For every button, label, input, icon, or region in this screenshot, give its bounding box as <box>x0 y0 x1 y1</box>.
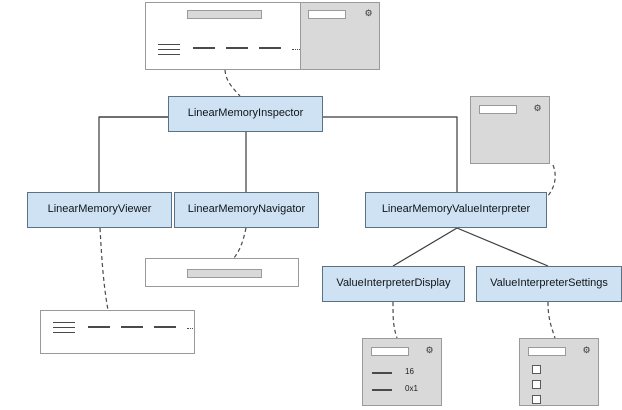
node-label: LinearMemoryNavigator <box>187 203 306 216</box>
gear-icon: ⚙ <box>425 345 434 355</box>
node-label: LinearMemoryInspector <box>187 107 304 120</box>
node-label: LinearMemoryValueInterpreter <box>381 203 531 216</box>
mockup-checkbox-2 <box>532 380 541 389</box>
mockup-dash-3 <box>259 47 281 49</box>
node-linear-memory-inspector[interactable]: LinearMemoryInspector <box>168 96 323 132</box>
mockup-dash-2 <box>226 47 248 49</box>
node-linear-memory-value-interpreter[interactable]: LinearMemoryValueInterpreter <box>365 192 547 228</box>
node-label: ValueInterpreterSettings <box>490 277 608 290</box>
mockup-sidebar-pill <box>371 347 409 356</box>
node-linear-memory-viewer[interactable]: LinearMemoryViewer <box>27 192 172 228</box>
display-value-decimal: 16 <box>405 367 414 376</box>
gear-icon: ⚙ <box>364 8 373 18</box>
display-mockup: ⚙ 16 0x1 <box>362 338 442 406</box>
node-linear-memory-navigator[interactable]: LinearMemoryNavigator <box>174 192 319 228</box>
value-interpreter-mockup: ⚙ <box>470 96 550 164</box>
viewer-mockup <box>40 310 195 354</box>
node-label: LinearMemoryViewer <box>47 203 152 216</box>
mockup-line-1 <box>53 322 75 323</box>
inspector-mockup-main <box>146 3 308 69</box>
inspector-mockup: ⚙ <box>145 2 380 70</box>
inspector-mockup-sidebar: ⚙ <box>300 3 379 69</box>
mockup-line-3 <box>53 332 75 333</box>
mockup-dash-2 <box>121 326 143 328</box>
mockup-dash-1 <box>193 47 215 49</box>
gear-icon: ⚙ <box>582 345 591 355</box>
mockup-dash-1 <box>88 326 110 328</box>
mockup-checkbox-3 <box>532 395 541 404</box>
display-value-hex: 0x1 <box>405 384 418 393</box>
mockup-sidebar-pill <box>528 347 566 356</box>
settings-mockup: ⚙ <box>519 338 599 406</box>
mockup-sidebar-pill <box>308 10 346 19</box>
mockup-dash-1 <box>372 372 392 374</box>
node-label: ValueInterpreterDisplay <box>336 277 451 290</box>
mockup-line-1 <box>158 44 180 45</box>
mockup-dash-3 <box>154 326 176 328</box>
mockup-line-2 <box>53 327 75 328</box>
mockup-toolbar-pill <box>187 269 262 278</box>
navigator-mockup <box>145 258 299 287</box>
mockup-dotted-1 <box>187 328 193 329</box>
mockup-line-2 <box>158 49 180 50</box>
node-value-interpreter-display[interactable]: ValueInterpreterDisplay <box>322 266 465 302</box>
gear-icon: ⚙ <box>533 103 542 113</box>
mockup-line-3 <box>158 54 180 55</box>
mockup-toolbar-pill <box>187 10 262 19</box>
mockup-dash-2 <box>372 389 392 391</box>
node-value-interpreter-settings[interactable]: ValueInterpreterSettings <box>476 266 622 302</box>
mockup-checkbox-1 <box>532 365 541 374</box>
mockup-sidebar-pill <box>479 105 517 114</box>
